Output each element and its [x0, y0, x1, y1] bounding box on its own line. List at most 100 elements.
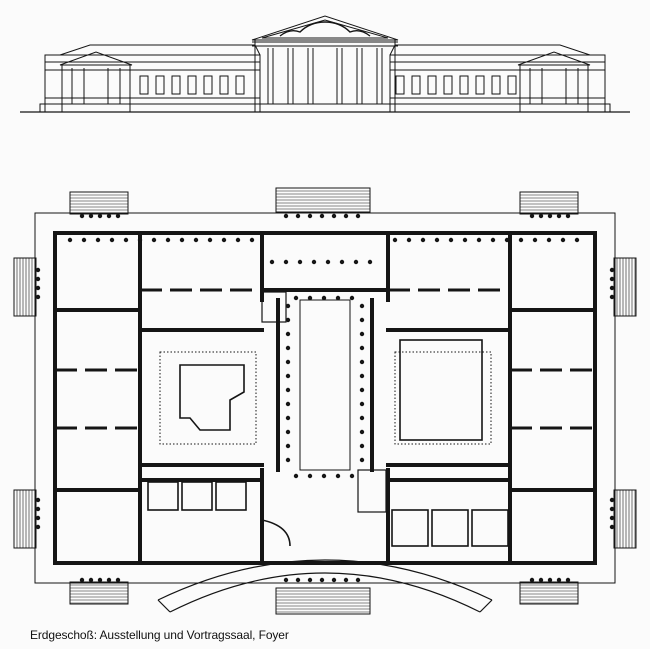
- column-dot: [106, 577, 112, 583]
- column-dot: [609, 506, 615, 512]
- column-dot: [406, 237, 412, 243]
- column-dot: [283, 577, 289, 583]
- column-dot: [359, 443, 365, 449]
- elevation-left-pediment: [59, 51, 133, 66]
- column-dot: [321, 473, 327, 479]
- column-dot: [307, 295, 313, 301]
- column-dot: [137, 237, 143, 243]
- column-dot: [518, 237, 524, 243]
- column-dot: [359, 387, 365, 393]
- column-dot: [359, 345, 365, 351]
- column-dot: [359, 429, 365, 435]
- column-dot: [193, 237, 199, 243]
- column-dot: [538, 577, 544, 583]
- column-dot: [331, 577, 337, 583]
- column-dot: [295, 213, 301, 219]
- column-dot: [285, 359, 291, 365]
- column-dot: [574, 237, 580, 243]
- column-dot: [339, 259, 345, 265]
- column-dot: [359, 457, 365, 463]
- column-dot: [79, 577, 85, 583]
- column-dot: [538, 213, 544, 219]
- column-dot: [556, 577, 562, 583]
- column-dot: [434, 237, 440, 243]
- column-dot: [546, 237, 552, 243]
- column-dot: [420, 237, 426, 243]
- column-dot: [331, 213, 337, 219]
- column-dot: [504, 237, 510, 243]
- elevation-window: [427, 75, 437, 95]
- column-dot: [285, 443, 291, 449]
- column-dot: [359, 331, 365, 337]
- column-dot: [283, 213, 289, 219]
- column-dot: [448, 237, 454, 243]
- column-dot: [476, 237, 482, 243]
- elevation-window: [411, 75, 421, 95]
- column-dot: [609, 515, 615, 521]
- column-dot: [295, 577, 301, 583]
- elevation-window: [507, 75, 517, 95]
- column-dot: [97, 577, 103, 583]
- column-dot: [359, 373, 365, 379]
- column-dot: [311, 259, 317, 265]
- elevation-right-pediment: [517, 51, 591, 66]
- plan-exterior-wall: [53, 231, 597, 565]
- column-dot: [609, 267, 615, 273]
- elevation-window: [187, 75, 197, 95]
- column-dot: [123, 237, 129, 243]
- column-dot: [115, 577, 121, 583]
- elevation-window: [475, 75, 485, 95]
- column-dot: [556, 213, 562, 219]
- column-dot: [609, 285, 615, 291]
- column-dot: [565, 577, 571, 583]
- elevation-window: [235, 75, 245, 95]
- column-dot: [319, 577, 325, 583]
- column-dot: [307, 213, 313, 219]
- plan-outer-terrace: [34, 212, 616, 584]
- column-dot: [609, 524, 615, 530]
- column-dot: [355, 213, 361, 219]
- column-dot: [249, 237, 255, 243]
- top-stairs: [69, 187, 579, 215]
- column-dot: [343, 577, 349, 583]
- left-stair-core: [261, 291, 287, 323]
- right-stair-core: [357, 469, 387, 513]
- column-dot: [353, 259, 359, 265]
- column-dot: [285, 373, 291, 379]
- curved-front-terrace: [157, 559, 493, 601]
- front-elevation: [20, 15, 630, 113]
- column-dot: [547, 213, 553, 219]
- column-dot: [35, 515, 41, 521]
- column-dot: [285, 387, 291, 393]
- right-courtyard-basin: [399, 339, 483, 441]
- column-dot: [565, 213, 571, 219]
- left-courtyard: [159, 351, 257, 445]
- column-dot: [285, 303, 291, 309]
- plan-interior-walls: [53, 231, 597, 565]
- column-dot: [235, 237, 241, 243]
- elevation-window: [203, 75, 213, 95]
- foyer-curved-wall: [261, 519, 291, 547]
- elevation-window: [491, 75, 501, 95]
- plan-caption: Erdgeschoß: Ausstellung und Vortragssaal…: [30, 628, 289, 642]
- elevation-windows: [139, 75, 517, 95]
- column-dot: [359, 303, 365, 309]
- column-dot: [293, 473, 299, 479]
- plan-columns: [35, 213, 615, 583]
- elevation-window: [459, 75, 469, 95]
- column-dot: [88, 213, 94, 219]
- column-dot: [529, 213, 535, 219]
- column-dot: [115, 213, 121, 219]
- column-dot: [359, 359, 365, 365]
- column-dot: [335, 473, 341, 479]
- elevation-window: [171, 75, 181, 95]
- column-dot: [67, 237, 73, 243]
- column-dot: [285, 331, 291, 337]
- column-dot: [81, 237, 87, 243]
- column-dot: [285, 457, 291, 463]
- column-dot: [179, 237, 185, 243]
- column-dot: [88, 577, 94, 583]
- column-dot: [109, 237, 115, 243]
- column-dot: [95, 237, 101, 243]
